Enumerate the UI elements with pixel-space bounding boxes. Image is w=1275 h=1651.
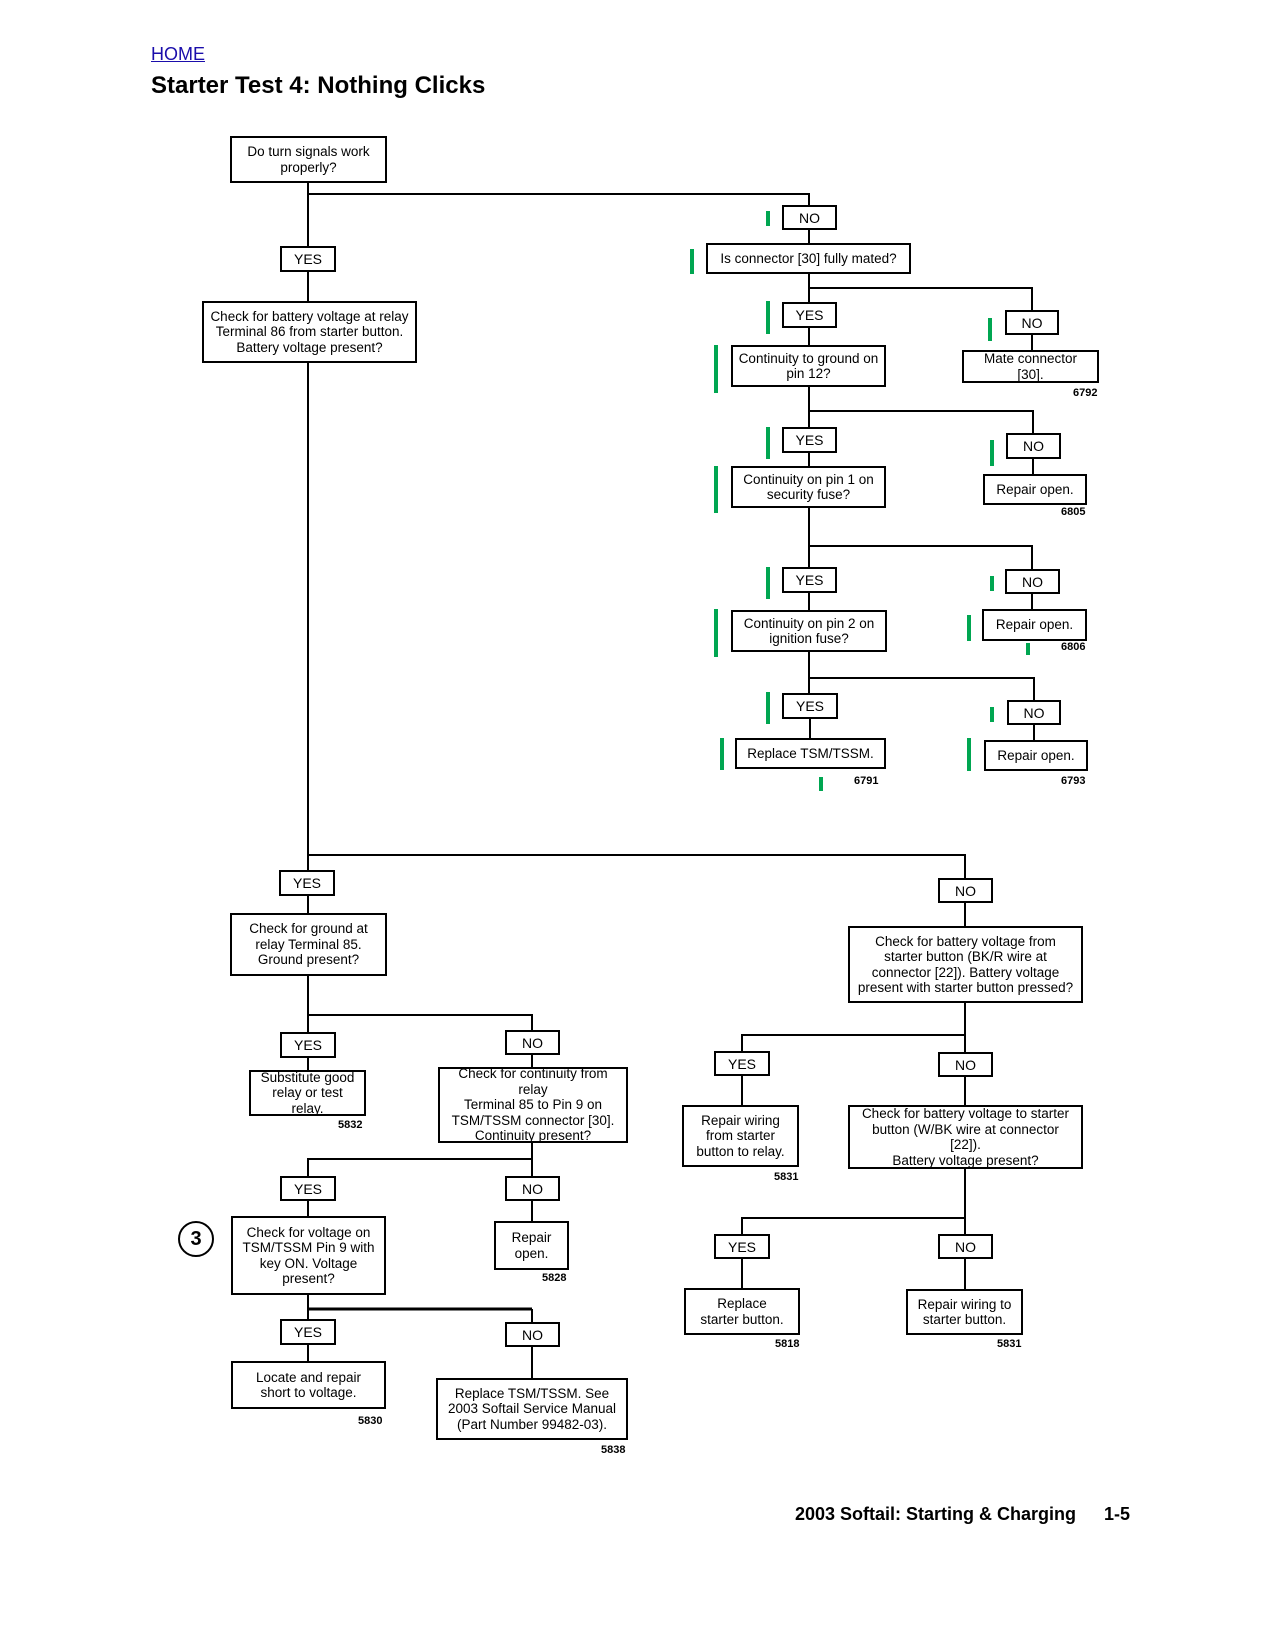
- answer-no-ground-85: NO: [505, 1030, 560, 1055]
- answer-yes-pin-2: YES: [782, 693, 838, 719]
- answer-no-battery-relay-86: NO: [938, 878, 993, 903]
- figure-ref: 5831: [774, 1171, 799, 1183]
- figure-ref: 6792: [1073, 387, 1098, 399]
- answer-no-voltage-to-starter: NO: [938, 1234, 993, 1259]
- answer-yes-connector-30: YES: [782, 302, 837, 328]
- action-repair-open-6793: Repair open.: [984, 740, 1088, 771]
- figure-ref: 5830: [358, 1415, 383, 1427]
- answer-yes-continuity-pin-9: YES: [280, 1176, 336, 1201]
- action-repair-open-6805: Repair open.: [983, 474, 1087, 505]
- answer-yes-ground-85: YES: [280, 1032, 336, 1058]
- answer-yes-battery-relay-86: YES: [279, 870, 335, 896]
- question-voltage-tsm-pin-9: Check for voltage on TSM/TSSM Pin 9 with…: [231, 1216, 386, 1295]
- question-battery-voltage-starter-button: Check for battery voltage from starter b…: [848, 926, 1083, 1003]
- answer-no-connector-30: NO: [1005, 310, 1059, 335]
- question-continuity-pin-12: Continuity to ground on pin 12?: [731, 345, 886, 387]
- answer-no-pin-2: NO: [1007, 700, 1061, 725]
- question-continuity-relay-85-pin-9: Check for continuity from relay Terminal…: [438, 1066, 628, 1143]
- answer-yes-voltage-pin-9: YES: [280, 1319, 336, 1345]
- figure-ref: 5832: [338, 1119, 363, 1131]
- connector-lines: [307, 182, 1035, 1378]
- revision-bars: [690, 211, 1030, 791]
- question-continuity-pin-2: Continuity on pin 2 on ignition fuse?: [731, 610, 887, 652]
- footer-page-number: 1-5: [1104, 1504, 1131, 1524]
- home-link[interactable]: HOME: [151, 44, 205, 64]
- action-repair-open-6806: Repair open.: [982, 609, 1087, 641]
- question-continuity-pin-1: Continuity on pin 1 on security fuse?: [731, 466, 886, 508]
- answer-yes-turn-signals: YES: [280, 246, 336, 272]
- action-replace-tsm-6791: Replace TSM/TSSM.: [735, 738, 886, 769]
- action-substitute-relay: Substitute good relay or test relay.: [249, 1070, 366, 1116]
- action-mate-connector-30: Mate connector [30].: [962, 350, 1099, 383]
- answer-no-starter-button-voltage: NO: [938, 1052, 993, 1077]
- question-battery-voltage-to-starter-button: Check for battery voltage to starter but…: [848, 1105, 1083, 1169]
- figure-ref: 6793: [1061, 775, 1086, 787]
- figure-ref: 6806: [1061, 641, 1086, 653]
- figure-ref: 6805: [1061, 506, 1086, 518]
- action-replace-starter-button: Replace starter button.: [684, 1288, 800, 1335]
- question-ground-relay-85: Check for ground at relay Terminal 85. G…: [230, 913, 387, 976]
- answer-no-turn-signals: NO: [782, 205, 837, 230]
- figure-ref: 5831: [997, 1338, 1022, 1350]
- answer-yes-voltage-to-starter: YES: [714, 1234, 770, 1259]
- answer-no-voltage-pin-9: NO: [505, 1322, 560, 1347]
- action-repair-wiring-to-starter-button: Repair wiring to starter button.: [906, 1289, 1023, 1335]
- action-repair-open-5828: Repair open.: [494, 1221, 569, 1270]
- answer-yes-pin-1: YES: [782, 567, 837, 593]
- action-locate-repair-short: Locate and repair short to voltage.: [231, 1361, 386, 1409]
- action-repair-wiring-button-to-relay: Repair wiring from starter button to rel…: [682, 1105, 799, 1167]
- footer-manual-section: 2003 Softail: Starting & Charging: [795, 1504, 1077, 1524]
- answer-no-pin-1: NO: [1005, 569, 1060, 594]
- figure-ref: 5818: [775, 1338, 800, 1350]
- answer-no-pin-12: NO: [1006, 433, 1061, 459]
- question-turn-signals: Do turn signals work properly?: [230, 136, 387, 183]
- figure-ref: 5838: [601, 1444, 626, 1456]
- answer-no-continuity-pin-9: NO: [505, 1176, 560, 1201]
- answer-yes-starter-button-voltage: YES: [714, 1051, 770, 1076]
- figure-ref: 6791: [854, 775, 879, 787]
- page-title: Starter Test 4: Nothing Clicks: [151, 72, 486, 99]
- question-connector-30-mated: Is connector [30] fully mated?: [706, 243, 911, 274]
- question-battery-voltage-relay-86: Check for battery voltage at relay Termi…: [202, 301, 417, 363]
- step-marker: 3: [178, 1221, 214, 1257]
- answer-yes-pin-12: YES: [782, 427, 837, 453]
- figure-ref: 5828: [542, 1272, 567, 1284]
- action-replace-tsm-see-manual: Replace TSM/TSSM. See 2003 Softail Servi…: [436, 1378, 628, 1440]
